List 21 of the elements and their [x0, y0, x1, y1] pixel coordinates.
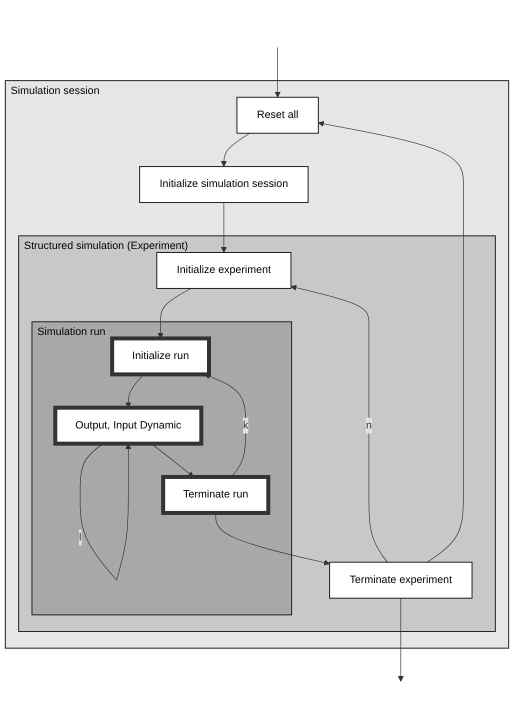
- arrow: [274, 46, 281, 98]
- arrow: [220, 202, 227, 252]
- arrow: [151, 442, 194, 477]
- node-box: Initialize experiment: [156, 252, 292, 289]
- arrow: [318, 120, 464, 562]
- node-box: Reset all: [236, 96, 319, 134]
- arrow: [220, 132, 250, 166]
- node-box: Terminate run: [161, 474, 270, 515]
- arrow: [125, 374, 144, 408]
- edge-label: k: [243, 419, 248, 431]
- arrow: [290, 284, 388, 562]
- arrow: [398, 597, 404, 682]
- node-box: Initialize simulation session: [139, 166, 309, 203]
- arrow: [158, 288, 192, 338]
- node-box: Initialize run: [110, 336, 211, 376]
- edge-label: l: [78, 531, 82, 543]
- arrow: [80, 442, 132, 580]
- edge-label: n: [366, 419, 372, 431]
- arrow: [215, 512, 330, 566]
- node-box: Terminate experiment: [329, 561, 473, 598]
- node-box: Output, Input Dynamic: [53, 405, 204, 446]
